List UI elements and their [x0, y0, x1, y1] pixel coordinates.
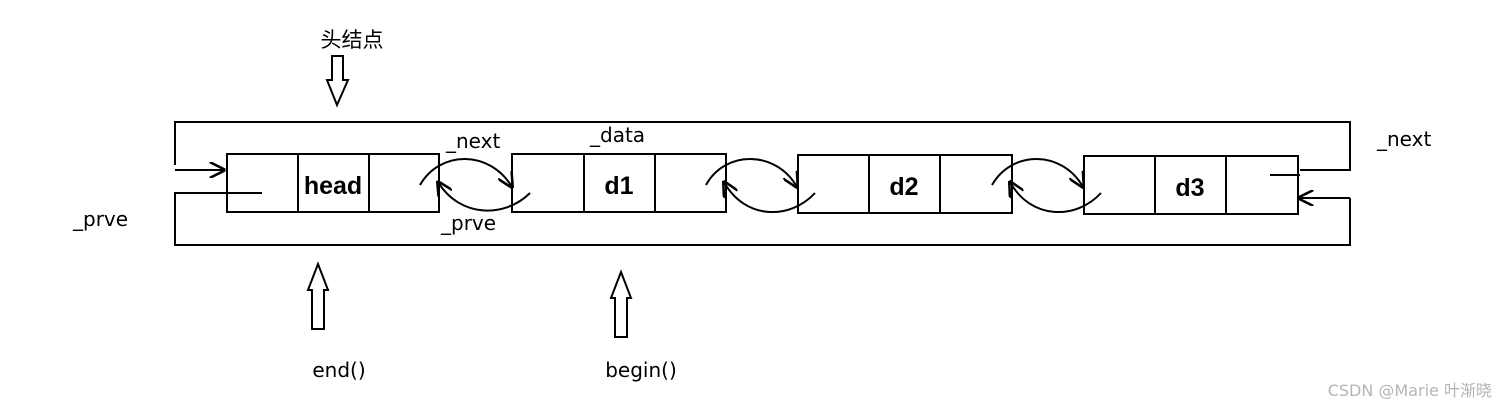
node-d2: d2 — [797, 154, 1013, 214]
begin-hollow-arrow — [609, 269, 633, 338]
curve-next-d1-d2 — [705, 158, 797, 187]
prve-loop-path — [174, 192, 1351, 246]
next-loop-path — [174, 121, 1351, 171]
curve-prve-d3-d2 — [1010, 182, 1102, 213]
node-d1: d1 — [511, 153, 727, 213]
node-label: d3 — [1175, 174, 1204, 202]
curve-next-d2-d3 — [991, 158, 1083, 187]
prve-label-left: _prve — [72, 207, 128, 231]
begin-label: begin() — [605, 358, 677, 382]
end-label: end() — [312, 358, 365, 382]
end-hollow-arrow — [306, 261, 330, 330]
head-node-label: 头结点 — [321, 28, 384, 52]
node-head: head — [226, 153, 440, 213]
curve-prve-d1-head — [438, 182, 531, 212]
head-node-hollow-arrow — [325, 55, 350, 108]
node-label: head — [304, 172, 362, 200]
node-label: d2 — [889, 173, 918, 201]
node-label: d1 — [604, 172, 633, 200]
curve-prve-d2-d1 — [724, 182, 816, 213]
watermark: CSDN @Marie 叶渐晓 — [1328, 381, 1492, 400]
curve-next-head-d1 — [419, 158, 512, 187]
prve-label-mid: _prve — [440, 211, 496, 235]
next-label-right: _next — [1376, 127, 1431, 151]
data-label: _data — [589, 123, 645, 147]
node-d3: d3 — [1083, 155, 1299, 215]
next-label-top: _next — [445, 129, 500, 153]
